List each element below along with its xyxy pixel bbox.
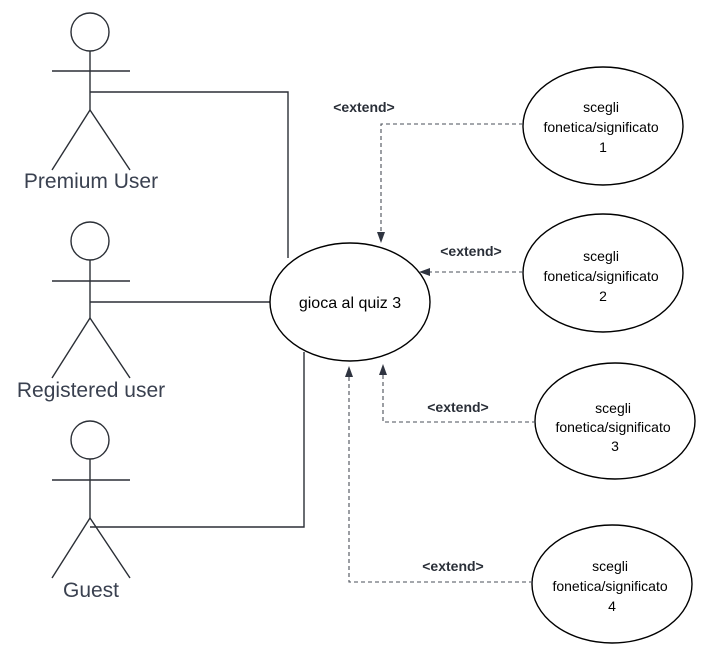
association-guest [90, 352, 305, 528]
extension-line: scegli [592, 558, 628, 574]
extend-arrowhead [345, 366, 353, 377]
extend-dashed-line [348, 377, 533, 583]
svg-text:scegli fonetica/signific: scegli fonetica/significato 1 [543, 99, 662, 155]
svg-text:scegli fonetica/signific: scegli fonetica/significato 2 [543, 248, 662, 304]
use-case-main: gioca al quiz 3 [269, 242, 431, 362]
actor-registered-user: Registered user [17, 221, 165, 402]
use-case-extension-4: scegli fonetica/significato 4 [531, 524, 693, 644]
actor-left-leg [51, 317, 91, 379]
actor-premium-user: Premium User [24, 12, 158, 193]
extension-ellipse [522, 213, 684, 333]
extension-line: 1 [599, 139, 607, 155]
extend-relation-2: <extend> [419, 243, 523, 276]
extension-line: scegli [583, 99, 619, 115]
extend-arrowhead [377, 232, 385, 243]
extension-ellipse [534, 362, 696, 480]
use-case-main-ellipse [269, 242, 431, 362]
extend-arrowhead [379, 364, 387, 375]
use-case-extension-2: scegli fonetica/significato 2 [522, 213, 684, 333]
extend-label: <extend> [427, 399, 488, 415]
actor-label-guest: Guest [63, 579, 119, 602]
actor-right-leg [89, 517, 131, 579]
extension-line: 4 [608, 598, 616, 614]
use-case-main-label: gioca al quiz 3 [299, 295, 401, 312]
extension-line: fonetica/significato [555, 419, 670, 435]
extend-arrowhead [419, 268, 430, 276]
actor-right-leg [89, 109, 131, 171]
extend-label: <extend> [440, 243, 501, 259]
extension-line: 3 [611, 438, 619, 454]
extend-dashed-line [380, 123, 523, 232]
extension-line: fonetica/significato [543, 119, 658, 135]
actor-guest: Guest [51, 420, 131, 602]
actor-head [70, 12, 110, 52]
use-case-extension-3: scegli fonetica/significato 3 [534, 362, 696, 480]
actor-head [70, 221, 110, 261]
extension-line: fonetica/significato [543, 268, 658, 284]
extension-line: fonetica/significato [552, 578, 667, 594]
extend-label: <extend> [333, 99, 394, 115]
extend-relation-3: <extend> [379, 364, 536, 423]
actor-right-leg [89, 317, 131, 379]
svg-text:scegli fonetica/signific: scegli fonetica/significato 3 [555, 400, 674, 454]
association-premium [90, 91, 289, 258]
actor-label-registered: Registered user [17, 379, 165, 402]
actor-label-premium: Premium User [24, 170, 158, 193]
svg-text:scegli fonetica/signific: scegli fonetica/significato 4 [552, 558, 671, 614]
extension-line: scegli [595, 400, 631, 416]
extend-dashed-line [382, 375, 536, 423]
actor-head [70, 420, 110, 460]
actor-left-leg [51, 109, 91, 171]
extension-line: scegli [583, 248, 619, 264]
use-case-extension-1: scegli fonetica/significato 1 [522, 66, 684, 186]
extension-line: 2 [599, 288, 607, 304]
extend-relation-1: <extend> [333, 99, 523, 243]
extend-label: <extend> [422, 558, 483, 574]
extension-ellipse [531, 524, 693, 644]
extension-ellipse [522, 66, 684, 186]
actor-left-leg [51, 517, 91, 579]
extend-relation-4: <extend> [345, 366, 533, 583]
